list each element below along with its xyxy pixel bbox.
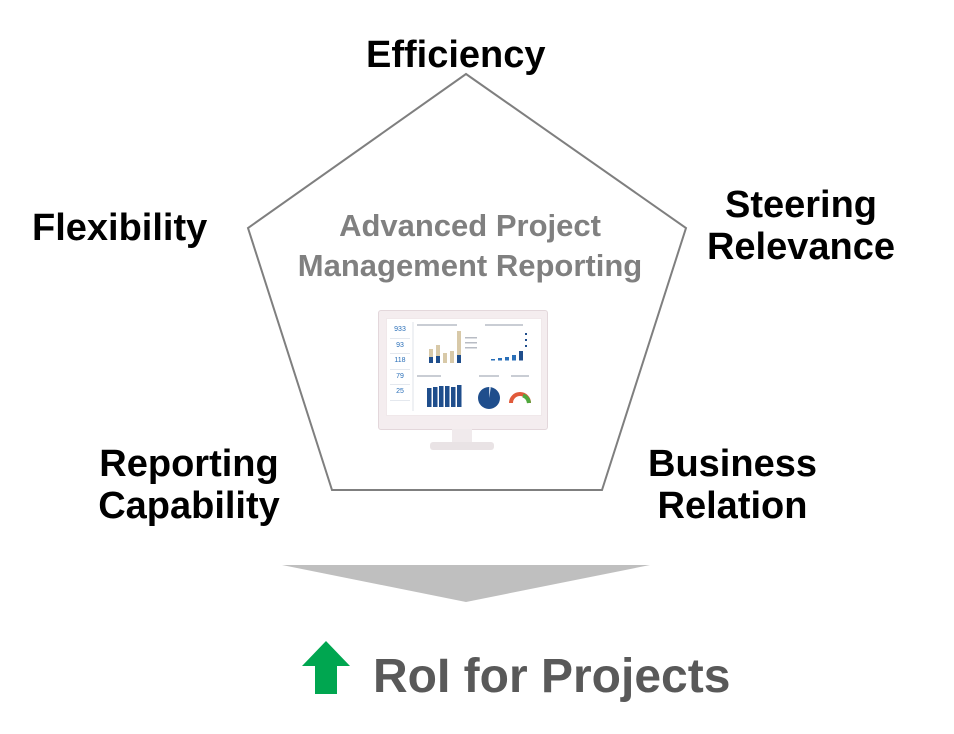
stacked-bar-chart <box>429 331 477 363</box>
kpi-value: 118 <box>390 354 410 370</box>
pie-slice <box>489 387 491 398</box>
dashboard-monitor-image: 933 93 118 79 25 <box>378 310 548 452</box>
kpi-column: 933 93 118 79 25 <box>390 323 410 401</box>
kpi-value: 25 <box>390 385 410 401</box>
pillar-reporting-line2: Capability <box>98 485 280 527</box>
pillar-business-relation: Business Relation <box>630 443 835 527</box>
kpi-value: 79 <box>390 370 410 385</box>
pillar-business-line1: Business <box>648 443 817 485</box>
pillar-steering-relevance: Steering Relevance <box>696 184 906 268</box>
monitor-stand <box>430 442 494 450</box>
pillar-steering-line2: Relevance <box>706 226 895 268</box>
pillar-steering-line1: Steering <box>724 184 878 226</box>
pentagon-outline <box>246 72 688 491</box>
pillar-flexibility: Flexibility <box>32 207 208 249</box>
roi-outcome-text: RoI for Projects <box>373 650 731 703</box>
pillar-business-line2: Relation <box>657 485 808 527</box>
down-arrow <box>282 565 650 602</box>
core-title: Advanced Project Management Reporting <box>270 206 670 286</box>
bar-chart-bottom <box>427 385 462 407</box>
dashboard-screenshot: 933 93 118 79 25 <box>386 318 542 416</box>
monitor-neck <box>452 429 472 443</box>
monitor-screen: 933 93 118 79 25 <box>378 310 548 430</box>
kpi-value: 933 <box>390 323 410 339</box>
core-title-line2: Management Reporting <box>297 248 643 283</box>
pillar-efficiency: Efficiency <box>366 34 546 76</box>
up-arrow-icon <box>302 641 350 694</box>
dashboard-charts <box>412 322 531 411</box>
pillar-reporting-line1: Reporting <box>99 443 279 485</box>
pillar-reporting-capability: Reporting Capability <box>84 443 294 527</box>
core-title-line1: Advanced Project <box>339 208 601 243</box>
small-bar-chart <box>491 333 527 361</box>
kpi-value: 93 <box>390 339 410 354</box>
